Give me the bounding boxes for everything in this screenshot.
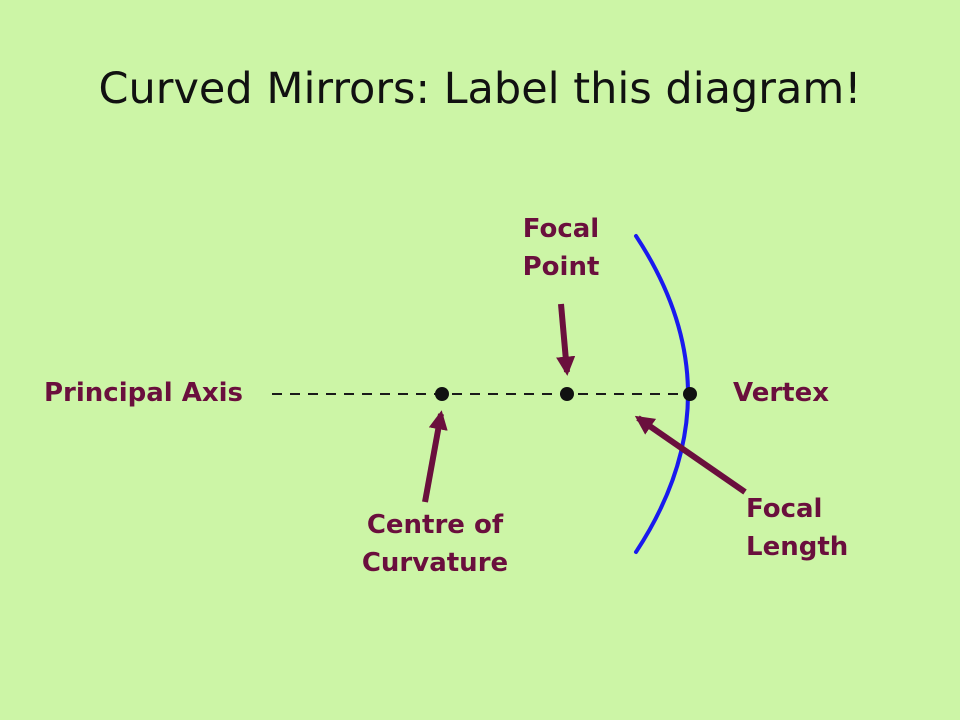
focal-point-label-line1: Focal (522, 214, 600, 244)
focal-length-label: Focal Length (746, 490, 848, 566)
vertex-point (683, 387, 697, 401)
slide-title: Curved Mirrors: Label this diagram! (98, 64, 862, 114)
curved-mirror (634, 234, 690, 554)
focal-length-label-line1: Focal (746, 494, 823, 524)
focal-point-point (560, 387, 574, 401)
centre-of-curvature-arrow (422, 410, 448, 503)
centre-of-curvature-label-line1: Centre of (366, 510, 504, 540)
centre-of-curvature-label-line2: Curvature (361, 548, 509, 578)
focal-point-label: Focal Point (506, 210, 616, 286)
focal-length-arrow (634, 415, 747, 495)
focal-length-label-line2: Length (746, 532, 849, 562)
centre-of-curvature-point (435, 387, 449, 401)
centre-of-curvature-label: Centre of Curvature (335, 506, 535, 582)
vertex-label: Vertex (733, 378, 829, 408)
focal-point-arrow (556, 303, 576, 376)
focal-point-label-line2: Point (522, 252, 600, 282)
principal-axis-label: Principal Axis (44, 378, 244, 408)
